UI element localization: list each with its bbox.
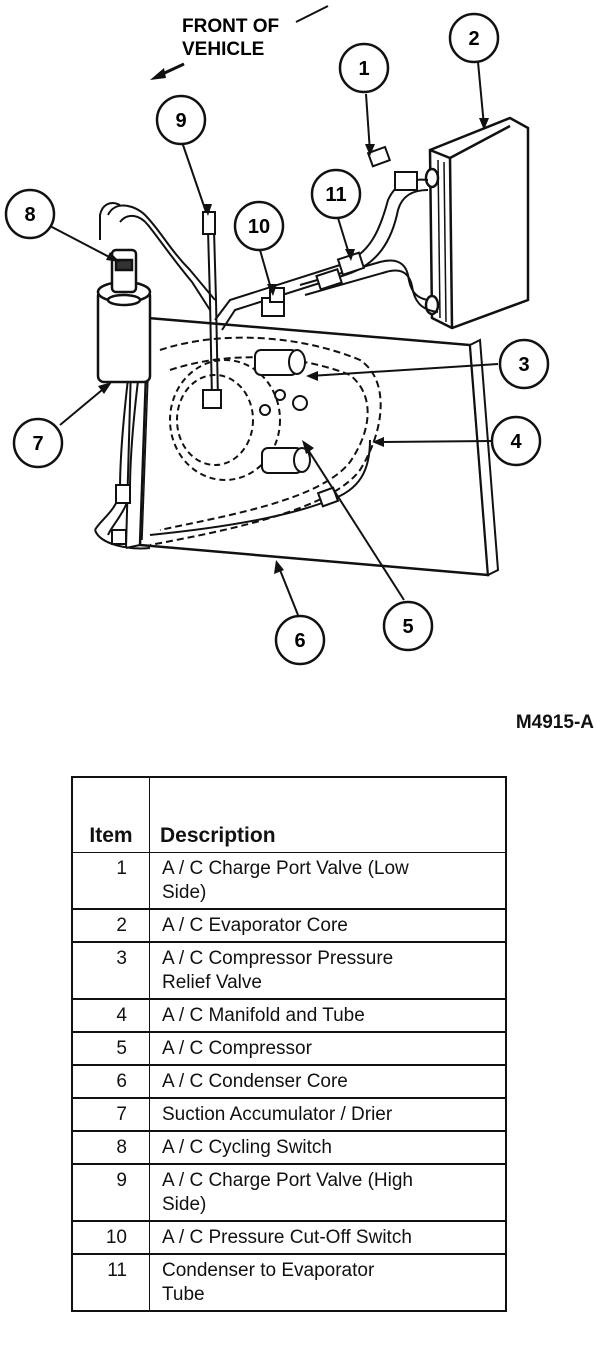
- figure-code: M4915-A: [515, 712, 594, 733]
- legend-description-line: A / C Cycling Switch: [162, 1137, 332, 1158]
- front-rule-line: [295, 5, 329, 23]
- legend-item-number: 7: [71, 1097, 150, 1132]
- legend-item-number: 9: [71, 1163, 150, 1222]
- legend-header-item: Item: [71, 776, 150, 853]
- legend-item-description: Suction Accumulator / Drier: [149, 1097, 507, 1132]
- legend-description-line: Side): [162, 882, 207, 903]
- legend-description-line: A / C Charge Port Valve (High: [162, 1170, 413, 1191]
- legend-item-number: 1: [71, 852, 150, 910]
- fittings: [111, 145, 418, 545]
- svg-text:5: 5: [402, 616, 413, 638]
- legend-description-line: Condenser to Evaporator: [162, 1260, 375, 1281]
- ac-system-diagram: FRONT OF VEHICLE: [4, 5, 550, 666]
- legend-row: 2 A / C Evaporator Core: [71, 908, 507, 943]
- legend-row: 10 A / C Pressure Cut-Off Switch: [71, 1220, 507, 1255]
- legend-row: 4 A / C Manifold and Tube: [71, 998, 507, 1033]
- legend-row: 6 A / C Condenser Core: [71, 1064, 507, 1099]
- front-label-line1: FRONT OF: [182, 16, 279, 37]
- legend-item-number: 2: [71, 908, 150, 943]
- legend-item-description: A / C Pressure Cut-Off Switch: [149, 1220, 507, 1255]
- front-of-vehicle-indicator: FRONT OF VEHICLE: [150, 5, 329, 80]
- legend-item-number: 10: [71, 1220, 150, 1255]
- legend-item-description: A / C Condenser Core: [149, 1064, 507, 1099]
- svg-text:11: 11: [325, 184, 346, 206]
- legend-item-number: 4: [71, 998, 150, 1033]
- legend-description-line: Relief Valve: [162, 972, 262, 993]
- callout-4: 4: [490, 415, 542, 467]
- leader-lines: [49, 61, 499, 616]
- front-label-line2: VEHICLE: [182, 39, 264, 60]
- legend-description-line: A / C Compressor Pressure: [162, 948, 394, 969]
- callout-circles: 1 2 3 4 5 6 7 8: [4, 12, 550, 666]
- legend-item-number: 11: [71, 1253, 150, 1312]
- svg-text:3: 3: [518, 354, 529, 376]
- callout-8: 8: [4, 188, 56, 240]
- legend-description-line: A / C Charge Port Valve (Low: [162, 858, 409, 879]
- leader-arrowheads: [98, 118, 489, 574]
- svg-text:8: 8: [24, 204, 35, 226]
- svg-text:2: 2: [468, 28, 479, 50]
- callout-5: 5: [382, 600, 434, 652]
- legend-item-description: A / C Manifold and Tube: [149, 998, 507, 1033]
- svg-text:4: 4: [510, 431, 522, 453]
- legend-item-description: A / C Evaporator Core: [149, 908, 507, 943]
- legend-item-number: 3: [71, 941, 150, 1000]
- svg-text:6: 6: [294, 630, 305, 652]
- legend-row: 5 A / C Compressor: [71, 1031, 507, 1066]
- svg-text:1: 1: [358, 58, 369, 80]
- evaporator-core-drawing: [424, 116, 530, 330]
- legend-item-description: A / C Compressor: [149, 1031, 507, 1066]
- legend-description-line: Suction Accumulator / Drier: [162, 1104, 393, 1125]
- legend-description-line: A / C Compressor: [162, 1038, 312, 1059]
- legend-description-line: A / C Manifold and Tube: [162, 1005, 365, 1026]
- callout-9: 9: [155, 94, 207, 146]
- svg-text:7: 7: [32, 433, 43, 455]
- callout-6: 6: [274, 614, 326, 666]
- legend-item-number: 6: [71, 1064, 150, 1099]
- callout-3: 3: [498, 338, 550, 390]
- svg-text:9: 9: [175, 110, 186, 132]
- legend-description-line: A / C Pressure Cut-Off Switch: [162, 1227, 412, 1248]
- suction-accumulator-drawing: [96, 248, 152, 384]
- legend-item-description: A / C Cycling Switch: [149, 1130, 507, 1165]
- legend-description-line: Tube: [162, 1284, 205, 1305]
- charge-port-high: [202, 211, 216, 235]
- legend-description-line: A / C Evaporator Core: [162, 915, 348, 936]
- compressor-drawing: [169, 349, 311, 481]
- callout-2: 2: [448, 12, 500, 64]
- legend-row: 7 Suction Accumulator / Drier: [71, 1097, 507, 1132]
- legend-description-line: A / C Condenser Core: [162, 1071, 348, 1092]
- legend-header-row: Item Description: [71, 776, 507, 853]
- callout-7: 7: [12, 417, 64, 469]
- legend-description-line: Side): [162, 1194, 207, 1215]
- legend-item-number: 5: [71, 1031, 150, 1066]
- callout-1: 1: [338, 42, 390, 94]
- legend-row: 8 A / C Cycling Switch: [71, 1130, 507, 1165]
- callout-10: 10: [233, 200, 285, 252]
- legend-header-description: Description: [149, 776, 507, 853]
- svg-text:10: 10: [248, 216, 270, 238]
- front-arrow-head: [150, 68, 166, 80]
- legend-item-number: 8: [71, 1130, 150, 1165]
- callout-11: 11: [310, 168, 362, 220]
